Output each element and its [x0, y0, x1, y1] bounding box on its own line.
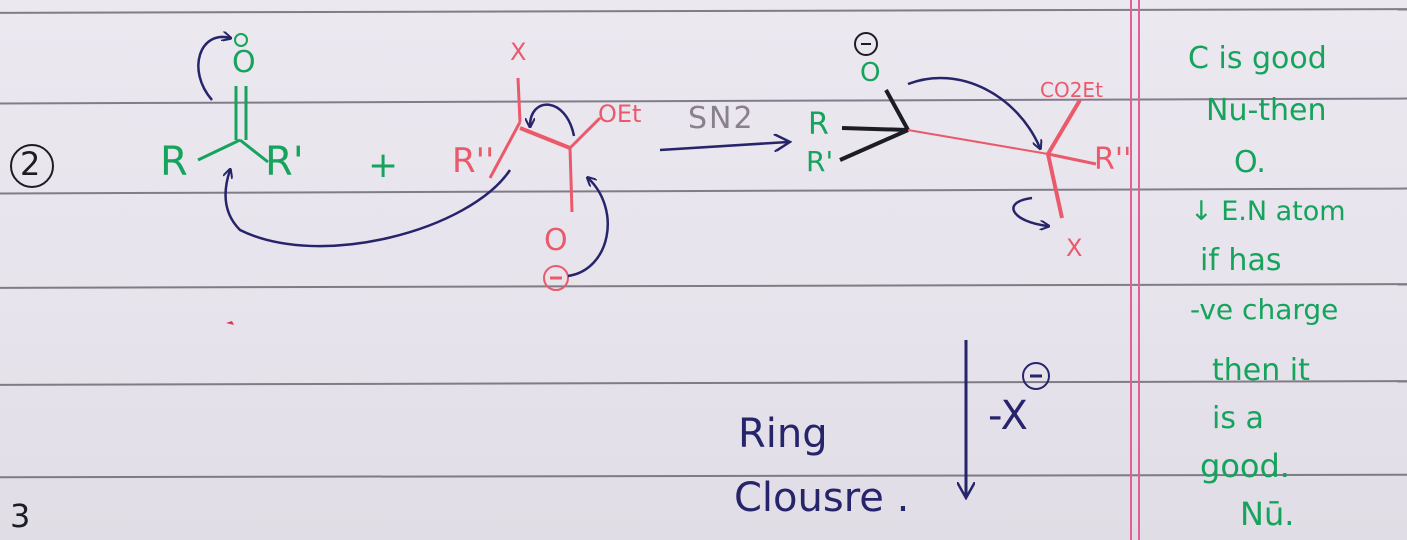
lost-leaving-group-label: -X	[988, 393, 1028, 439]
ring-closure-label-line2: Clousre .	[734, 475, 910, 521]
enolate-negative-charge	[543, 265, 569, 291]
ketone-oxygen-label: O	[232, 45, 256, 80]
product-r-bond	[841, 126, 909, 132]
alkene-ester-label: OEt	[598, 100, 642, 128]
side-note-line: ↓ E.N atom	[1190, 196, 1346, 227]
ketone-r-bond	[239, 138, 269, 164]
side-note-line: O.	[1234, 145, 1266, 180]
side-note-line: -ve charge	[1190, 293, 1339, 326]
side-note-line: Nu-then	[1206, 93, 1327, 128]
product-ester-bond	[1046, 98, 1082, 156]
product-carbonyl-bond	[884, 89, 910, 131]
ring-closure-curly-arrow	[907, 76, 1040, 148]
alkene-leaving-group-label: X	[510, 38, 527, 66]
alkene-double-bond	[519, 126, 571, 150]
alkene-curly-arrow	[530, 103, 576, 137]
alkene-double-bond	[488, 121, 522, 179]
side-note-line: C is good	[1188, 41, 1327, 76]
alkene-ester-bond	[568, 116, 602, 150]
problem-number-2-text: 2	[20, 145, 41, 183]
problem-number-2	[10, 144, 54, 188]
enolate-carbonyl-bond	[568, 147, 574, 213]
plus-sign: +	[368, 145, 399, 186]
ketone-curly-arrow	[197, 37, 230, 101]
product-ester-label: CO2Et	[1040, 78, 1103, 102]
product-x-bond	[1046, 153, 1064, 219]
ink-mark	[226, 321, 234, 325]
margin-line	[1130, 0, 1132, 540]
ring-closure-label-line1: Ring	[738, 411, 828, 457]
product-r-substituent-bond	[1047, 152, 1097, 166]
side-note-line: is a	[1212, 401, 1264, 436]
alkene-substituent-label: R''	[452, 141, 495, 181]
product-new-bond	[907, 129, 1049, 155]
ketone-oxygen-charge	[234, 33, 248, 47]
product-r-top-label: R	[808, 107, 829, 142]
ketone-r-right-label: R'	[265, 139, 304, 185]
side-note-line: Nū.	[1240, 495, 1295, 533]
enolate-oxygen-label: O	[544, 223, 568, 258]
side-note-line: good.	[1200, 447, 1290, 485]
leaving-group-curly-arrow	[1012, 196, 1048, 226]
side-note-line: then it	[1212, 353, 1310, 388]
product-r-bottom-label: R'	[806, 145, 834, 178]
reaction-arrow	[659, 142, 788, 150]
ketone-r-left-label: R	[160, 139, 188, 185]
lost-leaving-group-charge	[1022, 362, 1050, 390]
product-substituent-label: R''	[1094, 142, 1132, 177]
alkene-x-bond	[516, 77, 522, 123]
product-oxygen-charge	[854, 32, 878, 56]
ketone-r-bond	[197, 138, 241, 162]
product-r-bond	[839, 128, 909, 162]
problem-number-3-text: 3	[10, 497, 31, 535]
enolate-curly-arrow	[567, 178, 609, 278]
product-leaving-group-label: X	[1066, 234, 1083, 262]
margin-line	[1138, 0, 1140, 540]
sn2-arrow-label: SN2	[688, 101, 755, 136]
side-note-line: if has	[1200, 243, 1282, 278]
product-oxygen-label: O	[860, 58, 881, 88]
nucleophilic-attack-arrow	[226, 170, 512, 248]
